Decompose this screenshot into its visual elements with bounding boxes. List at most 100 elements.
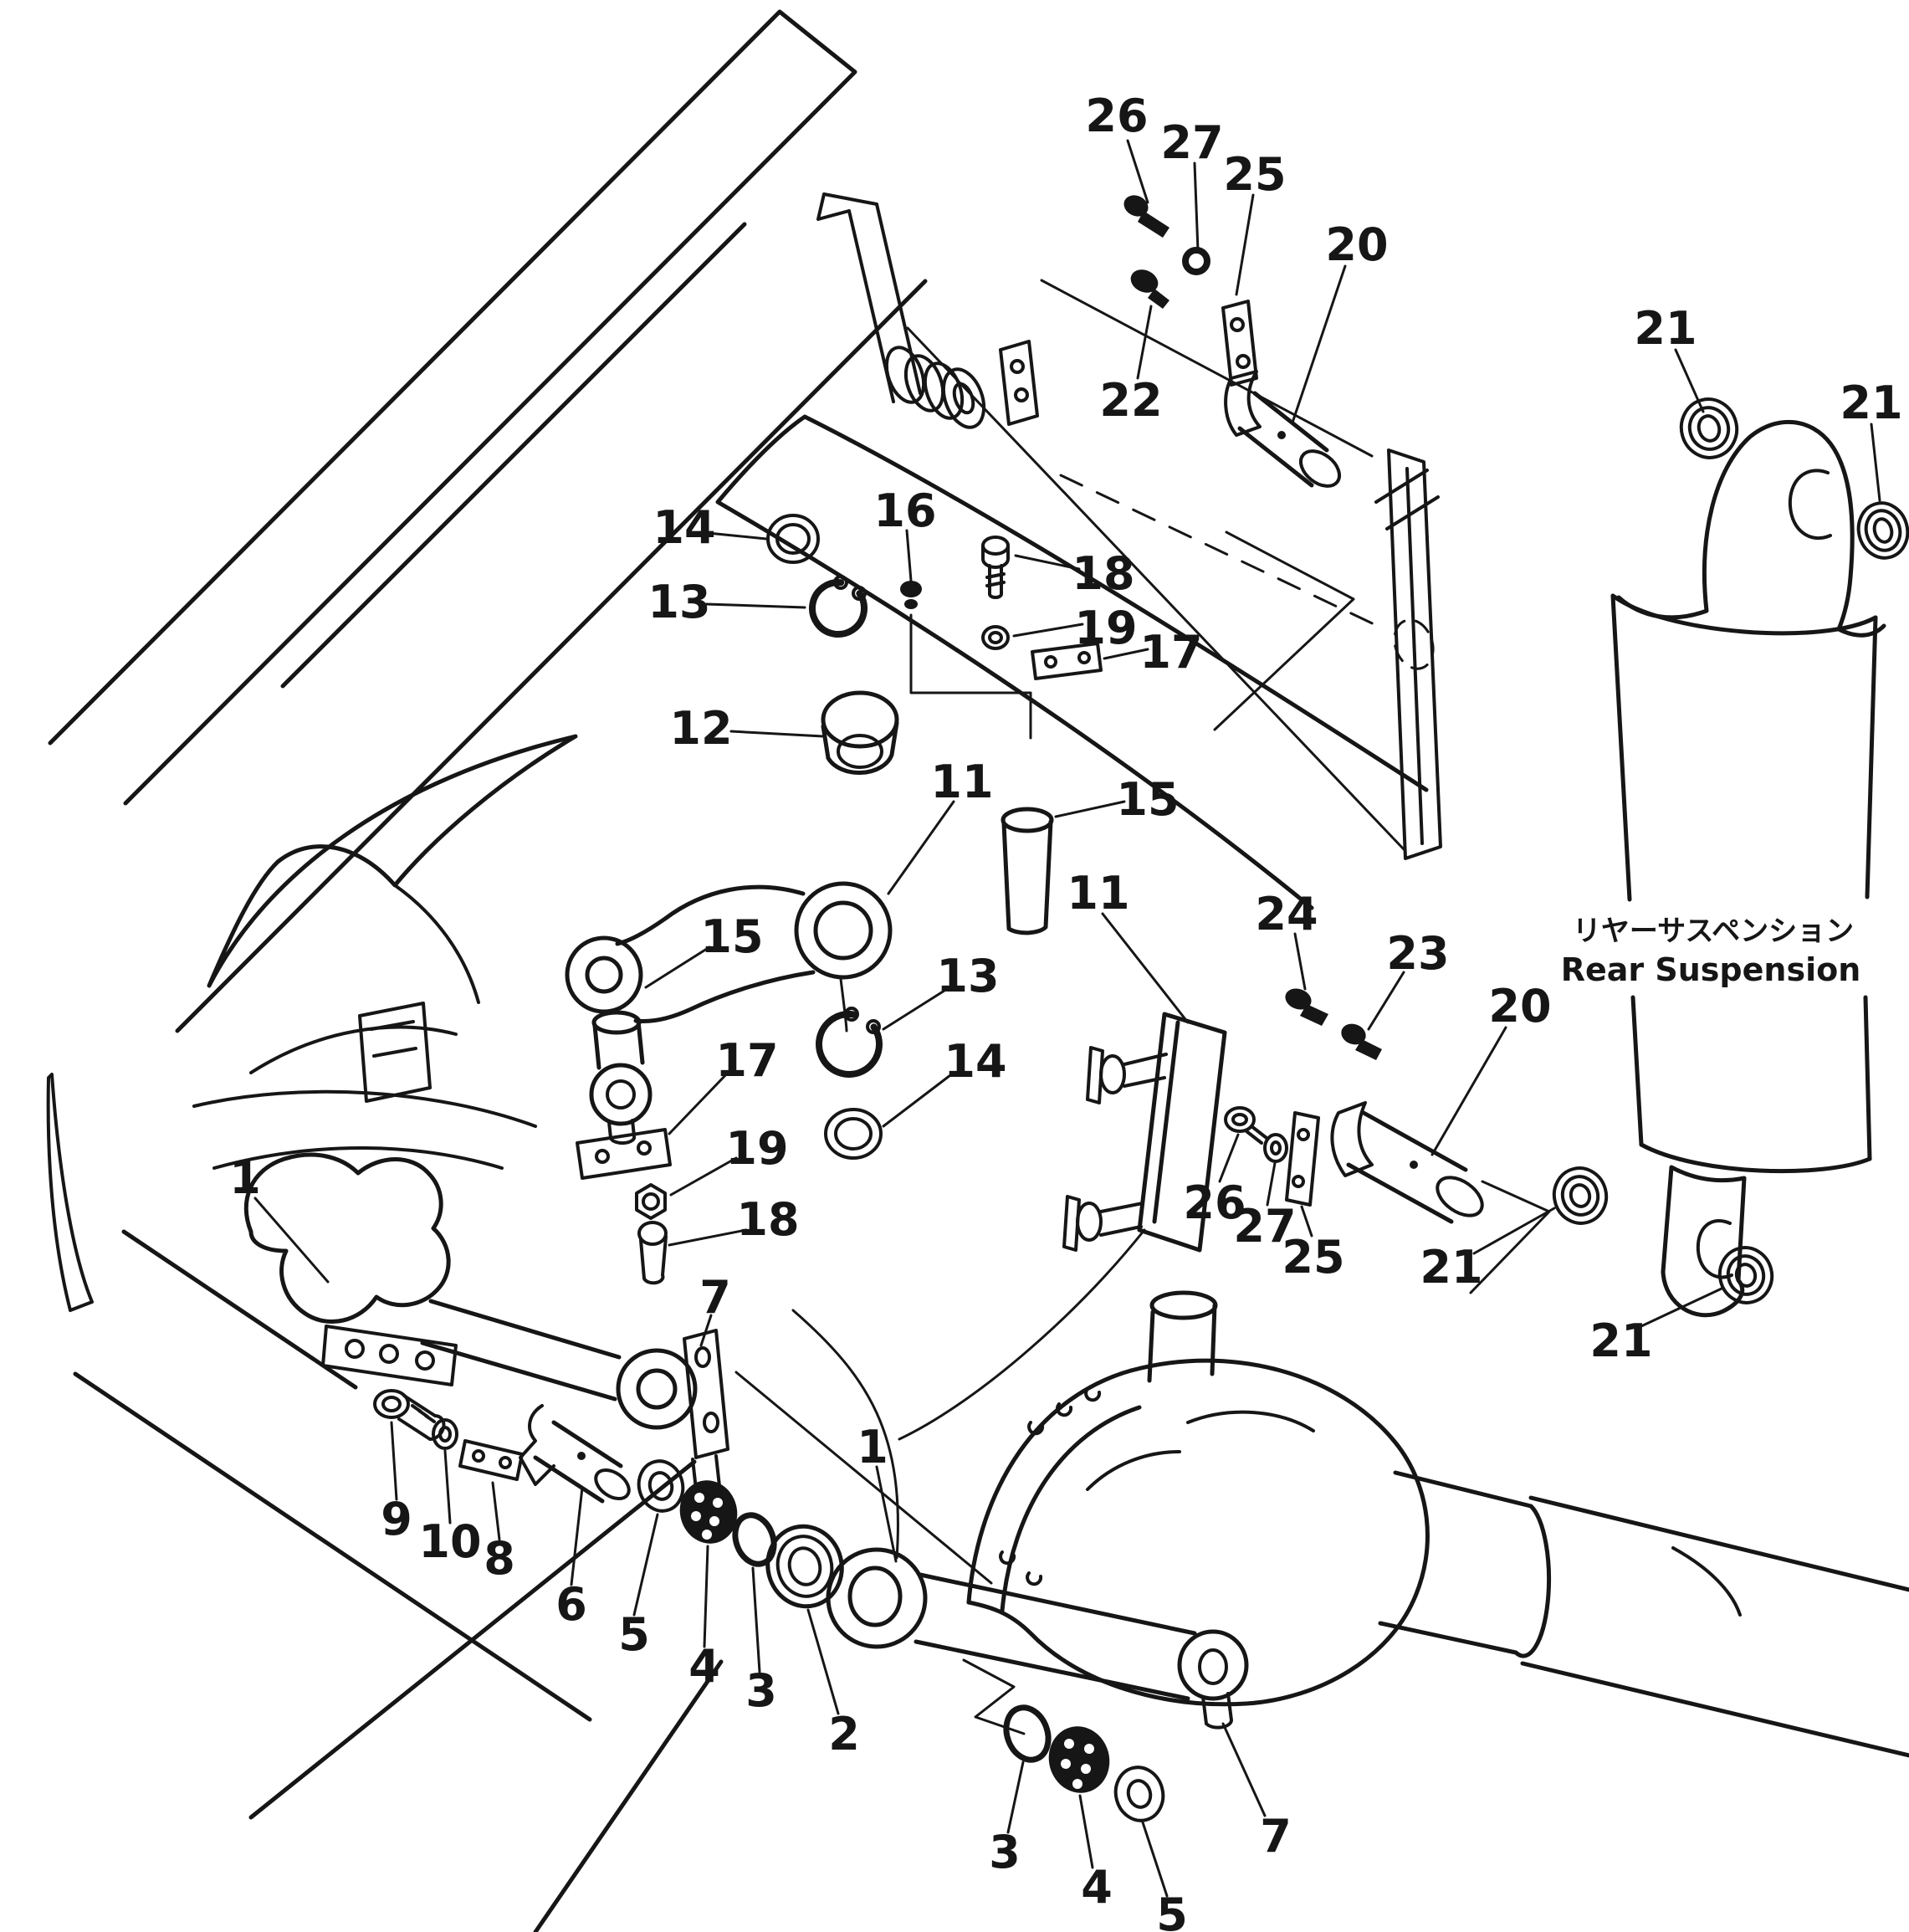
cylinder-bottom-rim xyxy=(1639,1142,1872,1174)
washer-27-right xyxy=(1263,1133,1288,1163)
callout-leader-lines xyxy=(253,139,1881,1898)
cylinder-top-eye xyxy=(1702,419,1855,632)
link-arm-11-upper xyxy=(565,881,893,1033)
ring-21-bottom-left xyxy=(1552,1166,1609,1225)
part-callout: 4 xyxy=(688,1640,720,1693)
eye-pin-15-left xyxy=(589,1010,653,1145)
bolt-18-left xyxy=(637,1221,668,1285)
part-callout: 22 xyxy=(1099,374,1162,427)
rod-bottom-eye xyxy=(1661,1269,1744,1318)
torque-rod-lower xyxy=(791,1309,1249,1735)
pin-7-lower xyxy=(1201,1692,1233,1730)
bolt-26-right xyxy=(1224,1106,1268,1145)
part-callout: 17 xyxy=(1139,626,1202,679)
bolt-9 xyxy=(373,1389,446,1442)
grease-fitting-24 xyxy=(1285,988,1328,1026)
part-callout: 11 xyxy=(930,756,993,808)
o-ring-3-lower xyxy=(1003,1704,1052,1763)
ring-14-center xyxy=(824,1108,883,1160)
part-callout: 21 xyxy=(1840,377,1902,429)
part-callout: 2 xyxy=(828,1708,860,1760)
part-callout: 16 xyxy=(873,484,936,537)
axle-housing xyxy=(734,1290,1909,1758)
bolt-18-upper xyxy=(981,536,1010,599)
part-callout: 24 xyxy=(1255,888,1318,940)
part-callout: 12 xyxy=(669,702,732,755)
eye-c-mark xyxy=(1788,469,1832,541)
part-callout: 15 xyxy=(700,910,763,963)
frame-rails xyxy=(48,9,928,1033)
part-callout: 15 xyxy=(1116,773,1179,826)
hanger-bracket-assembly xyxy=(816,192,1039,429)
bracket-11-right xyxy=(898,1012,1227,1441)
washer-19-upper xyxy=(981,625,1010,650)
part-callout: 7 xyxy=(1260,1810,1292,1863)
part-callout: 20 xyxy=(1325,218,1388,271)
grease-fitting-16 xyxy=(900,581,1032,740)
washer-27-top xyxy=(1182,247,1210,275)
pin-6 xyxy=(519,1404,631,1504)
grease-fitting-23 xyxy=(1341,1023,1382,1060)
part-callout: 3 xyxy=(989,1826,1021,1878)
part-callout: 14 xyxy=(653,501,715,554)
support-blade xyxy=(46,1073,94,1312)
part-callout: 3 xyxy=(745,1664,777,1717)
clamp-bracket-left xyxy=(358,1002,432,1103)
part-callout: 14 xyxy=(944,1035,1006,1088)
frame-lower-rails xyxy=(46,1002,724,1932)
part-callout: 10 xyxy=(418,1515,481,1568)
snap-ring-13-center xyxy=(816,1007,883,1078)
pin-15-right xyxy=(1001,807,1054,935)
plate-8 xyxy=(458,1439,524,1481)
seal-5-lower xyxy=(1113,1765,1165,1822)
part-callout: 13 xyxy=(936,950,999,1002)
part-callout: 13 xyxy=(647,576,710,628)
seal-5-left xyxy=(637,1459,685,1513)
ring-21-top-right xyxy=(1856,501,1909,560)
rod-c-mark xyxy=(1696,1219,1733,1279)
part-callout: 19 xyxy=(725,1122,788,1175)
washer-10 xyxy=(432,1418,458,1450)
ring-14-upper xyxy=(766,514,820,564)
title-japanese: リヤーサスペンション xyxy=(1573,915,1854,948)
part-callout: 23 xyxy=(1386,927,1449,980)
part-callout: 27 xyxy=(1233,1200,1296,1253)
snap-ring-13-upper xyxy=(809,575,867,638)
nut-19-left xyxy=(635,1183,667,1220)
bearing-4-lower xyxy=(1048,1726,1110,1793)
part-callout: 8 xyxy=(484,1532,515,1585)
part-callout: 20 xyxy=(1488,980,1551,1033)
part-callout: 21 xyxy=(1634,302,1697,355)
part-callout: 9 xyxy=(381,1493,412,1545)
cylinder-top-rim xyxy=(1610,593,1878,636)
plate-17-upper xyxy=(1031,642,1103,680)
drop-plate xyxy=(1374,448,1442,860)
bearing-4-left xyxy=(679,1480,738,1544)
cylinder-body-right xyxy=(1863,615,1878,1161)
title-english: Rear Suspension xyxy=(1561,951,1861,988)
ring-21-bottom-right xyxy=(1717,1246,1774,1304)
part-callout: 1 xyxy=(229,1151,261,1204)
part-callout: 25 xyxy=(1282,1231,1344,1284)
part-callout: 18 xyxy=(1072,547,1134,600)
cylinder-body-left xyxy=(1610,593,1644,1147)
part-callout: 21 xyxy=(1420,1241,1482,1294)
cylinder-rod xyxy=(1661,1165,1747,1283)
part-callout: 17 xyxy=(715,1034,778,1087)
suspension-cylinder xyxy=(1610,419,1886,1318)
part-callout: 27 xyxy=(1160,116,1223,169)
plate-25-right xyxy=(1285,1111,1320,1207)
part-callout: 26 xyxy=(1085,90,1148,142)
plate-25-top xyxy=(1221,300,1258,387)
fender-curves xyxy=(192,734,578,1170)
callout-labels: 26 27 25 20 21 21 22 14 16 18 13 19 17 1… xyxy=(229,90,1902,1932)
center-beam xyxy=(715,279,1442,910)
grease-fitting-22 xyxy=(1130,269,1169,309)
assembly-line xyxy=(906,279,1405,851)
plate-17-left xyxy=(576,1128,672,1180)
link-plate xyxy=(999,340,1039,426)
part-callout: 4 xyxy=(1081,1861,1113,1914)
part-callout: 1 xyxy=(857,1421,888,1473)
